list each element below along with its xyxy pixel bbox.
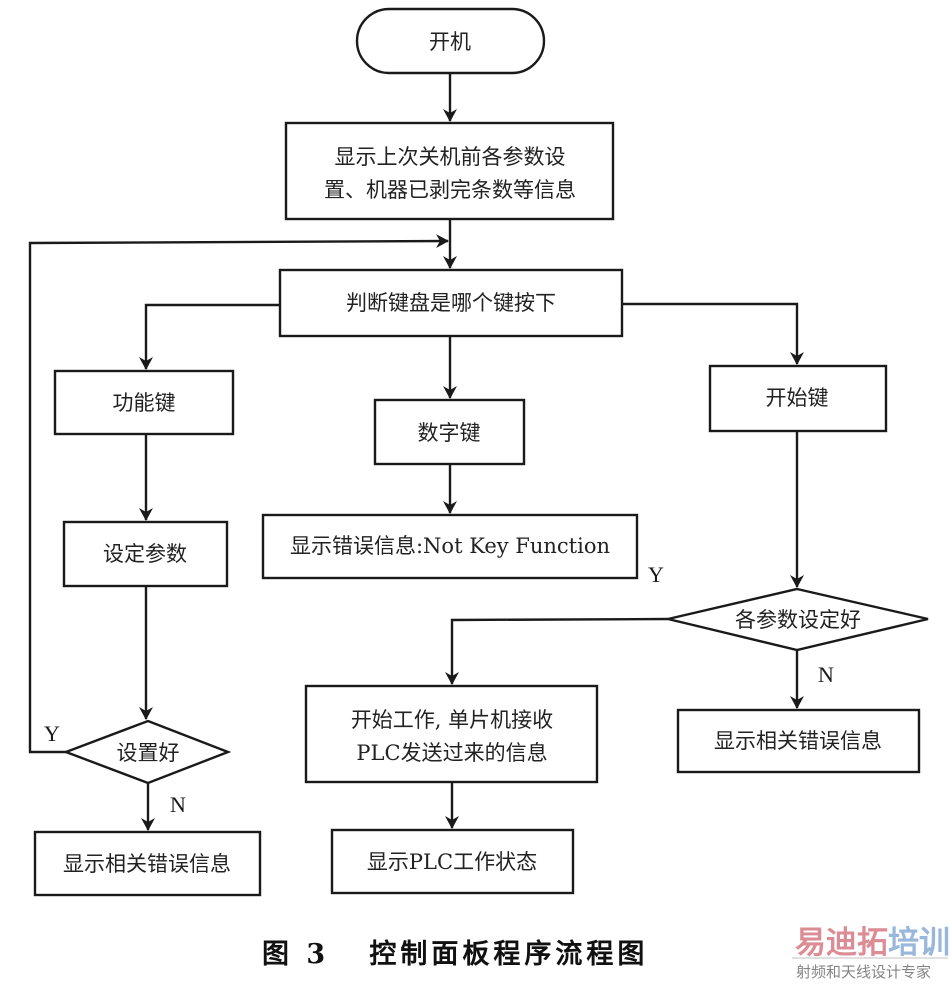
node-start-key: 开始键 bbox=[708, 364, 888, 433]
node-label-line-2: 置、机器已剥完条数等信息 bbox=[324, 178, 576, 202]
node-label: 设定参数 bbox=[103, 542, 187, 566]
watermark: 易迪拓培训 射频和天线设计专家 bbox=[792, 925, 950, 981]
node-left-error: 显示相关错误信息 bbox=[33, 830, 262, 897]
node-right-error: 显示相关错误信息 bbox=[676, 708, 921, 774]
terminal-shape bbox=[355, 7, 546, 75]
node-show-last-settings: 显示上次关机前各参数设 置、机器已剥完条数等信息 bbox=[284, 121, 615, 221]
watermark-brand-part2: 培训 bbox=[888, 925, 950, 961]
node-label: 设置好 bbox=[117, 741, 180, 765]
node-label: 各参数设定好 bbox=[735, 608, 861, 632]
node-setting-ok: 设置好 bbox=[62, 719, 232, 785]
edge-judge-to-start-key bbox=[622, 302, 804, 365]
node-label: 显示相关错误信息 bbox=[63, 852, 231, 876]
edge-setting-ok-yes-loop bbox=[28, 234, 449, 754]
process-shape bbox=[330, 828, 575, 895]
node-plc-status: 显示PLC工作状态 bbox=[330, 828, 575, 895]
figure-caption: 图 3 控制面板程序流程图 bbox=[262, 938, 648, 970]
node-label: 显示PLC工作状态 bbox=[367, 850, 537, 874]
node-number-key: 数字键 bbox=[373, 398, 526, 466]
process-shape bbox=[676, 708, 921, 774]
node-start: 开机 bbox=[355, 7, 546, 75]
process-shape bbox=[304, 684, 599, 784]
process-shape bbox=[53, 369, 235, 436]
watermark-brand: 易迪拓培训 bbox=[795, 925, 950, 961]
edge-judge-to-function-key bbox=[139, 303, 280, 370]
node-label-line-2: PLC发送过来的信息 bbox=[356, 741, 547, 765]
node-label: 数字键 bbox=[418, 421, 481, 445]
watermark-tagline: 射频和天线设计专家 bbox=[796, 963, 931, 981]
watermark-brand-part1: 易迪拓 bbox=[795, 925, 888, 961]
node-label: 判断键盘是哪个键按下 bbox=[346, 291, 556, 315]
node-label: 显示相关错误信息 bbox=[714, 729, 882, 753]
node-start-work: 开始工作, 单片机接收 PLC发送过来的信息 bbox=[304, 684, 599, 784]
node-set-params: 设定参数 bbox=[62, 520, 229, 588]
branch-label-setting-ok-no: N bbox=[170, 792, 186, 817]
node-judge-key: 判断键盘是哪个键按下 bbox=[278, 268, 624, 338]
node-label-line-1: 显示上次关机前各参数设 bbox=[335, 145, 566, 169]
node-label: 开机 bbox=[429, 30, 471, 54]
node-error-not-key: 显示错误信息:Not Key Function bbox=[261, 513, 639, 580]
node-params-ok: 各参数设定好 bbox=[667, 587, 929, 652]
branch-label-params-ok-no: N bbox=[818, 662, 834, 687]
decision-shape bbox=[62, 719, 232, 785]
decision-shape bbox=[667, 587, 929, 652]
process-shape bbox=[373, 398, 526, 466]
branch-label-params-ok-yes: Y bbox=[648, 562, 664, 587]
connectors bbox=[28, 73, 804, 831]
node-label-line-1: 开始工作, 单片机接收 bbox=[351, 708, 553, 732]
node-label: 显示错误信息:Not Key Function bbox=[290, 534, 610, 558]
process-shape bbox=[261, 513, 639, 580]
process-shape bbox=[33, 830, 262, 897]
branch-label-setting-ok-yes: Y bbox=[44, 721, 60, 746]
node-label: 功能键 bbox=[113, 391, 176, 415]
process-shape bbox=[278, 268, 624, 338]
process-shape bbox=[708, 364, 888, 433]
node-label: 开始键 bbox=[766, 386, 829, 410]
process-shape bbox=[62, 520, 229, 588]
edge-params-ok-yes bbox=[445, 617, 669, 685]
process-shape bbox=[284, 121, 615, 221]
node-function-key: 功能键 bbox=[53, 369, 235, 436]
